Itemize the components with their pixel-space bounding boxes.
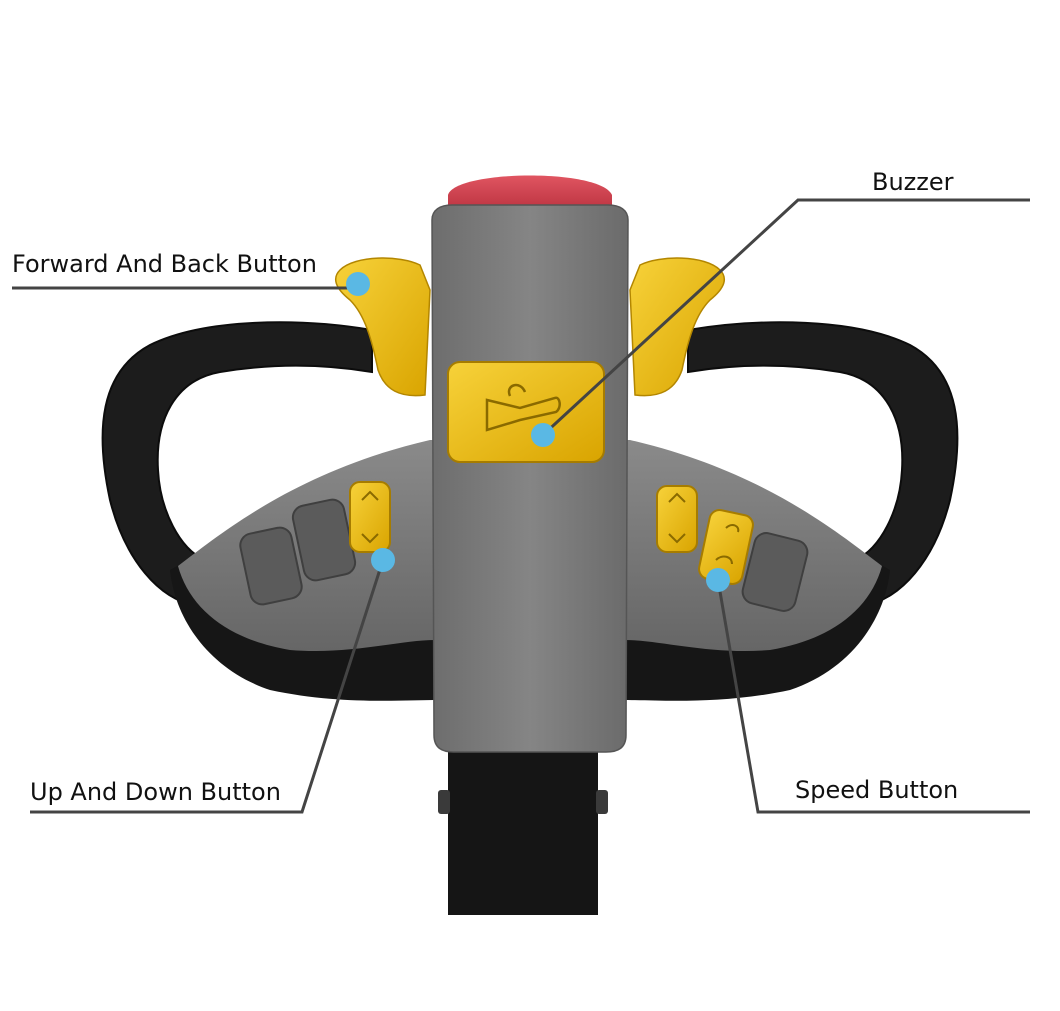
leader-lines [12, 198, 1030, 814]
marker-buzzer [531, 423, 555, 447]
marker-forward-back [346, 272, 370, 296]
label-up-down: Up And Down Button [30, 778, 281, 806]
label-forward-back: Forward And Back Button [12, 250, 317, 278]
leader-buzzer [541, 198, 1030, 437]
central-housing [431, 204, 629, 753]
right-aux-button[interactable] [740, 531, 810, 614]
horn-icon [485, 383, 561, 432]
tortoise-hare-icon [715, 524, 740, 565]
up-down-rocker[interactable] [349, 481, 391, 553]
leader-up-down [30, 559, 385, 814]
label-speed: Speed Button [795, 776, 958, 804]
tiller-shaft [438, 745, 608, 915]
markers [346, 272, 730, 592]
arrow-up-down-icon [361, 490, 379, 544]
marker-up-down [371, 548, 395, 572]
forward-back-paddle-right[interactable] [629, 257, 726, 397]
leader-speed [716, 579, 1030, 814]
marker-speed [706, 568, 730, 592]
buzzer-button[interactable] [447, 361, 605, 463]
left-aux-button-1[interactable] [238, 525, 304, 606]
label-buzzer: Buzzer [872, 168, 954, 196]
right-up-down-rocker[interactable] [656, 485, 698, 553]
